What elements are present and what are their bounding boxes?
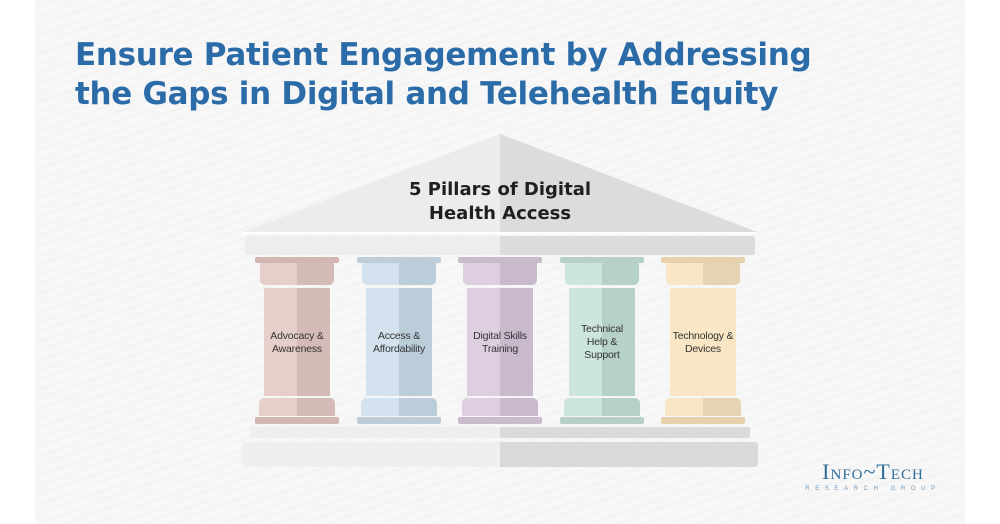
pillar-base: [564, 398, 640, 416]
pillar-plinth: [458, 417, 542, 424]
infotech-logo: Info~Tech RESEARCH GROUP: [783, 461, 963, 494]
pillar-plinth: [560, 417, 644, 424]
pillar-label-line: Affordability: [372, 343, 426, 355]
pillar-capital: [463, 263, 537, 285]
pillar-capital-top: [560, 257, 644, 263]
pillar-shaft: [467, 288, 533, 396]
pillar-capital: [260, 263, 334, 285]
pillar-base: [259, 398, 335, 416]
title-line-2: the Gaps in Digital and Telehealth Equit…: [75, 76, 779, 112]
pillar-label-line: Awareness: [272, 343, 322, 355]
pillar-shaft: [366, 288, 432, 396]
pillar-plinth: [255, 417, 339, 424]
pillar-capital-top: [255, 257, 339, 263]
pillar-label: Access & Affordability: [357, 330, 441, 356]
pillar-capital-top: [458, 257, 542, 263]
pillar-capital: [362, 263, 436, 285]
pediment-label: 5 Pillars of Digital Health Access: [350, 178, 650, 226]
temple-entablature: [245, 236, 755, 255]
pillar-label-line: Technology &: [672, 330, 734, 342]
pediment-label-line-2: Health Access: [428, 203, 572, 224]
pillar-base: [665, 398, 741, 416]
pillar-technical-help-support: Technical Help & Support: [560, 257, 644, 425]
pillar-label-line: Advocacy &: [270, 330, 324, 342]
logo-tagline: RESEARCH GROUP: [805, 486, 941, 492]
pillar-base: [361, 398, 437, 416]
pillar-label: Technology & Devices: [661, 330, 745, 356]
pillar-label: Advocacy & Awareness: [255, 330, 339, 356]
pillar-label-line: Devices: [685, 343, 721, 355]
pillar-capital-top: [357, 257, 441, 263]
logo-wordmark: Info~Tech: [822, 459, 924, 484]
pillar-access-affordability: Access & Affordability: [357, 257, 441, 425]
page-title: Ensure Patient Engagement by Addressing …: [75, 36, 955, 114]
pillar-label-line: Digital Skills: [473, 330, 527, 342]
pillar-label-line: Access &: [377, 330, 421, 342]
pillar-shaft: [569, 288, 635, 396]
infographic-canvas: Ensure Patient Engagement by Addressing …: [35, 0, 965, 524]
pillar-label-line: Training: [482, 343, 518, 355]
pillar-label-line: Support: [584, 349, 620, 361]
pillar-technology-devices: Technology & Devices: [661, 257, 745, 425]
pillar-label-line: Help &: [586, 336, 618, 348]
pillar-capital: [565, 263, 639, 285]
pillar-label: Digital Skills Training: [458, 330, 542, 356]
temple-step-lower: [242, 442, 758, 467]
pillar-plinth: [357, 417, 441, 424]
pediment-label-line-1: 5 Pillars of Digital: [408, 179, 592, 200]
pillar-shaft: [264, 288, 330, 396]
pillar-shaft: [670, 288, 736, 396]
pillar-label-line: Technical: [581, 323, 623, 335]
pillar-digital-skills-training: Digital Skills Training: [458, 257, 542, 425]
pillar-plinth: [661, 417, 745, 424]
pillar-capital-top: [661, 257, 745, 263]
pillar-base: [462, 398, 538, 416]
temple-step-upper: [250, 427, 750, 438]
pillar-advocacy-awareness: Advocacy & Awareness: [255, 257, 339, 425]
title-line-1: Ensure Patient Engagement by Addressing: [75, 37, 812, 73]
pillar-capital: [666, 263, 740, 285]
pillar-label: Technical Help & Support: [560, 323, 644, 362]
